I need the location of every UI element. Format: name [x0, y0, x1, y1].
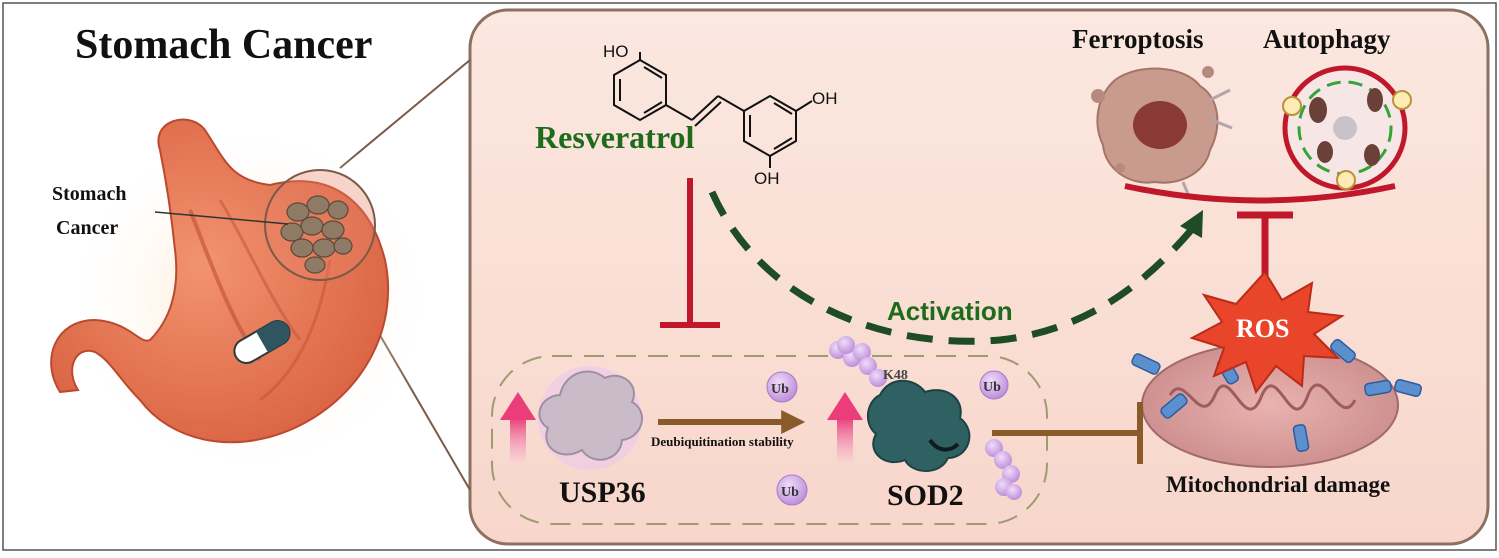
activation-path — [708, 190, 1201, 345]
resveratrol-oh-right: OH — [812, 89, 838, 108]
svg-text:Ub: Ub — [983, 380, 1001, 395]
usp36-up-arrow — [500, 392, 536, 462]
mito-label: Mitochondrial damage — [1166, 472, 1390, 497]
resveratrol-oh-bottom: OH — [754, 169, 780, 188]
drug-name: Resveratrol — [535, 119, 694, 155]
ub-badge: Ub — [979, 370, 1009, 400]
stomach-label-line1: Stomach — [52, 183, 126, 205]
ferroptosis-cell — [1091, 66, 1233, 195]
sod2-up-arrow — [827, 392, 863, 462]
ros-label: ROS — [1236, 314, 1289, 343]
svg-text:Ub: Ub — [781, 485, 799, 500]
resveratrol-structure — [613, 52, 813, 168]
svg-text:Ub: Ub — [771, 382, 789, 397]
resveratrol-oh-top: HO — [603, 42, 629, 61]
autophagy-cell — [1282, 65, 1412, 191]
activation-arrowhead — [1180, 210, 1203, 238]
zoom-line-top — [339, 59, 471, 169]
stomach-label-line2: Cancer — [56, 217, 118, 239]
autophagy-label: Autophagy — [1263, 24, 1391, 54]
usp36-protein — [538, 366, 643, 470]
ub-chain-free — [985, 439, 1022, 500]
sod2-inhibit-mito — [992, 402, 1143, 464]
resveratrol-inhibit-usp36 — [660, 178, 720, 328]
page-title: Stomach Cancer — [75, 22, 372, 68]
activation-label: Activation — [887, 296, 1013, 326]
deubiq-label: Deubiquitination stability — [651, 434, 794, 449]
usp36-sod2-box — [491, 355, 1048, 525]
ub-chain-k48 — [829, 336, 887, 387]
ferroptosis-label: Ferroptosis — [1072, 24, 1203, 54]
ros-burst — [1189, 270, 1345, 395]
sod2-label: SOD2 — [887, 479, 964, 512]
ub-badge: Ub — [766, 371, 798, 403]
usp36-label: USP36 — [559, 476, 646, 509]
k48-label: K48 — [883, 368, 908, 383]
outcome-bar — [1124, 183, 1396, 204]
ub-badge: Ub — [776, 474, 808, 506]
stomach-illustration — [50, 118, 440, 480]
sod2-protein — [866, 379, 971, 472]
